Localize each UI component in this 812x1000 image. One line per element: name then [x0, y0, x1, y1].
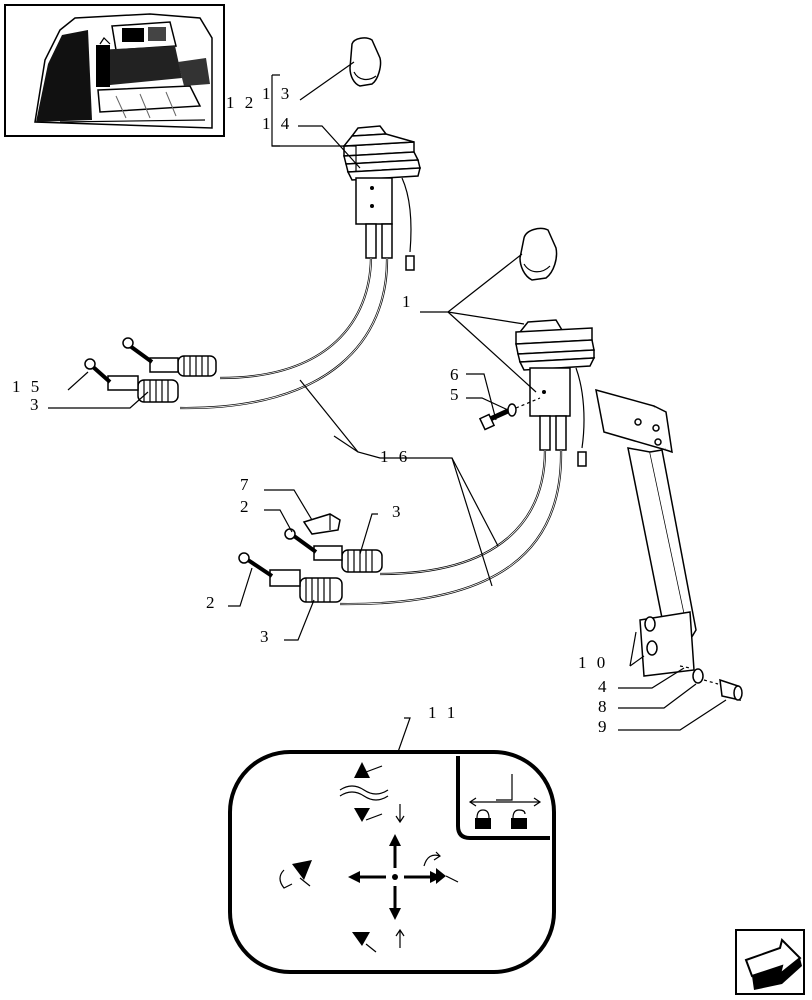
callout-2-lower: 2 [206, 593, 218, 612]
callout-3-lower: 3 [260, 627, 272, 646]
joystick-lower [515, 227, 596, 467]
leader-lines [48, 61, 727, 753]
callout-12: 1 2 [226, 93, 256, 112]
next-page-arrow-icon[interactable] [735, 929, 805, 995]
lower-symbol-icon [354, 808, 383, 822]
callout-3-upper: 3 [30, 395, 42, 414]
callout-5: 5 [450, 385, 462, 404]
callout-15: 1 5 [12, 377, 42, 396]
callout-10: 1 0 [578, 653, 608, 672]
raise-symbol-icon [339, 762, 389, 801]
callout-4: 4 [598, 677, 610, 696]
callout-3-mid: 3 [392, 502, 404, 521]
joystick-upper [342, 37, 421, 271]
lock-open-icon [511, 809, 527, 829]
callout-11: 1 1 [428, 703, 458, 722]
lower-cables [238, 449, 563, 606]
callout-13: 1 3 [262, 84, 292, 103]
float-symbol-icon [352, 932, 377, 953]
mounting-bracket [478, 388, 743, 701]
callout-2-upper: 2 [240, 497, 252, 516]
upper-cables [84, 257, 389, 410]
callout-labels: 1 2 1 3 1 4 1 6 5 1 5 3 1 6 7 2 3 2 3 1 … [12, 84, 610, 736]
callout-14: 1 4 [262, 114, 292, 133]
tilt-back-symbol-icon [279, 860, 312, 889]
callout-16: 1 6 [380, 447, 410, 466]
callout-7: 7 [240, 475, 252, 494]
callout-1: 1 [402, 292, 414, 311]
control-decal [228, 750, 556, 974]
lock-closed-icon [475, 809, 491, 829]
cab-thumbnail [4, 4, 225, 137]
tilt-forward-symbol-icon [423, 851, 459, 884]
callout-8: 8 [598, 697, 610, 716]
callout-6: 6 [450, 365, 462, 384]
callout-9: 9 [598, 717, 610, 736]
